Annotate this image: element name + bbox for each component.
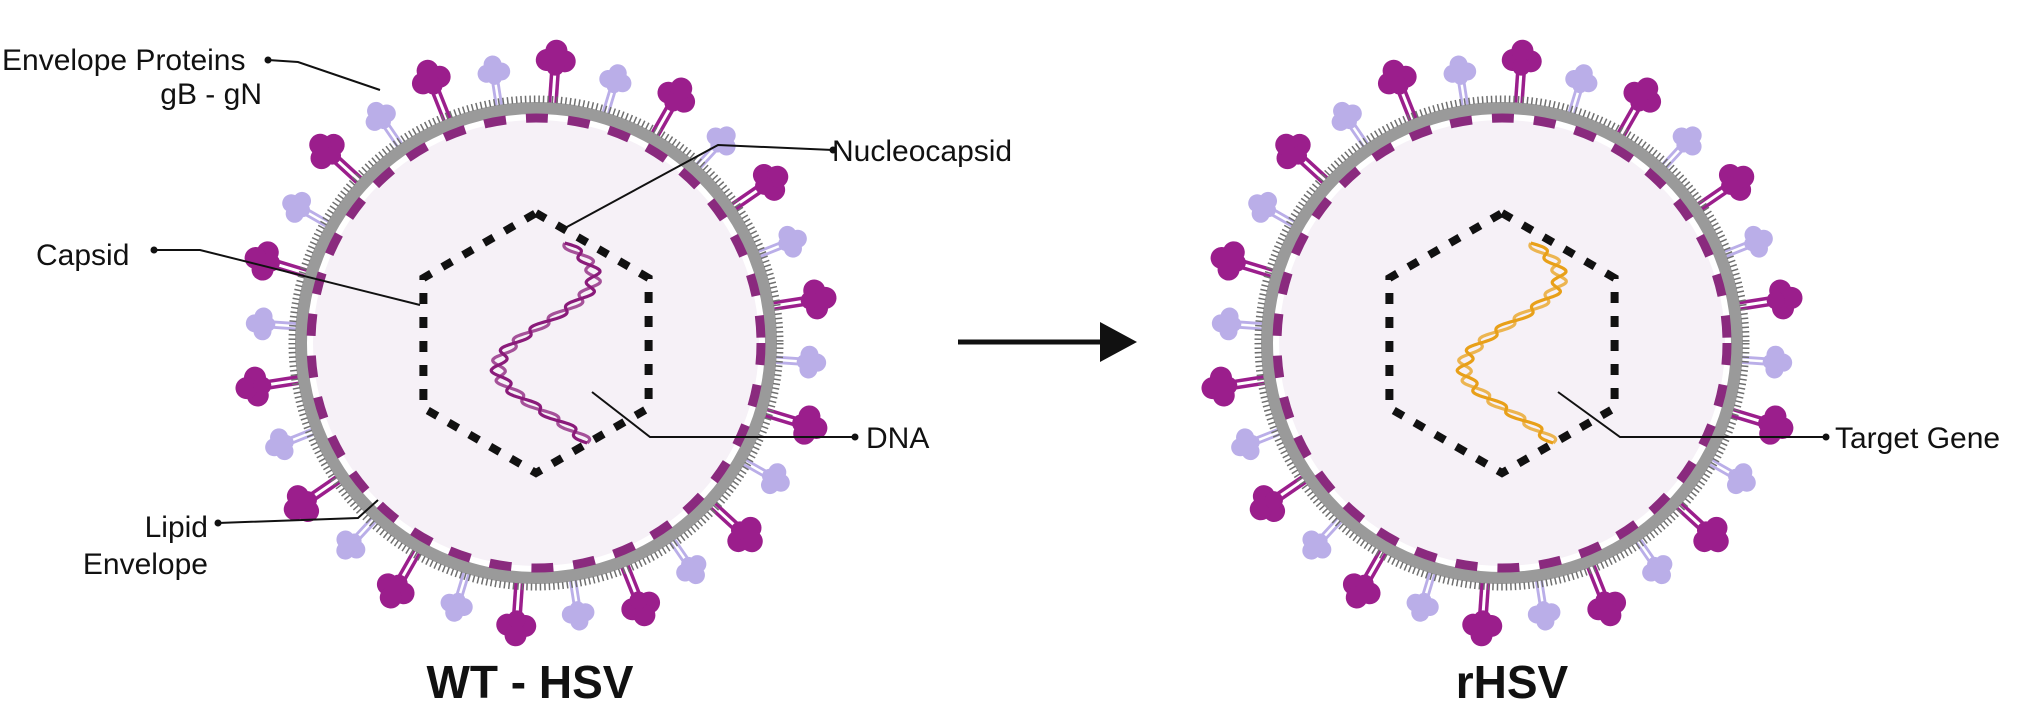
glycoprotein-spike-icon [298,122,380,202]
glycoprotein-spike-icon [692,484,774,564]
label-leaders-r [1557,391,1830,441]
label-capsid: Capsid [36,239,129,272]
label-envelope-proteins: Envelope Proteins [2,44,246,77]
virion-interior [313,120,759,566]
right-arrow-icon [958,322,1137,362]
label-lipid-envelope: Envelope [83,548,208,581]
glycoprotein-spike-icon [1658,484,1740,564]
rhsv-virion [1198,38,1806,648]
title-rhsv: rHSV [1456,656,1569,708]
label-dna: DNA [866,422,929,455]
dna-helix-icon [489,241,602,445]
label-target-gene: Target Gene [1835,422,2000,455]
target-gene-helix-icon [1455,241,1568,445]
glycoprotein-spike-icon [1240,457,1324,532]
title-wt-hsv: WT - HSV [427,656,634,708]
label-lipid: Lipid [145,511,208,544]
label-envelope-proteins-subtitle: gB - gN [160,78,262,111]
label-leaders-wt [150,56,859,527]
capsid-outline [419,208,653,478]
virion-interior [1279,120,1725,566]
glycoprotein-spike-icon [1264,122,1346,202]
lipid-envelope [1254,95,1750,591]
label-nucleocapsid: Nucleocapsid [832,135,1012,168]
lipid-envelope [288,95,784,591]
capsid-outline [1385,208,1619,478]
wt-hsv-virion [232,38,840,648]
